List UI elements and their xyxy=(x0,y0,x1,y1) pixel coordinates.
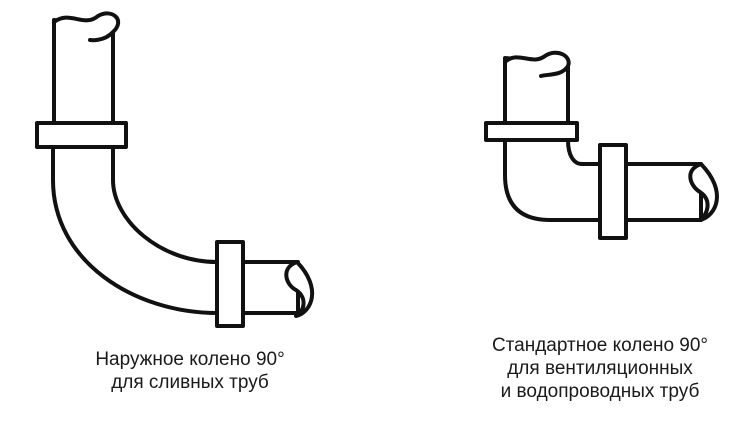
standard-elbow-bend xyxy=(503,138,602,222)
outer-elbow-caption-line-1: Наружное колено 90° xyxy=(95,349,285,370)
standard-elbow-upper-collar xyxy=(484,121,579,142)
outer-elbow-upper-collar xyxy=(35,121,128,149)
outer-elbow-caption: Наружное колено 90° для сливных труб xyxy=(60,348,320,394)
standard-elbow-top-cut xyxy=(503,50,571,78)
outer-elbow-lower-collar xyxy=(215,240,245,328)
outer-elbow-bend xyxy=(51,145,219,315)
outer-elbow-drawing xyxy=(35,11,315,328)
outer-elbow-caption-line-2: для сливных труб xyxy=(111,372,269,393)
standard-elbow-caption-line-1: Стандартное колено 90° xyxy=(491,335,709,356)
standard-elbow-caption-line-3: и водопроводных труб xyxy=(500,381,700,402)
outer-elbow-end-cut xyxy=(284,260,315,318)
standard-elbow-caption-line-2: для вентиляционных xyxy=(507,358,693,379)
standard-elbow-collar xyxy=(598,143,628,240)
standard-elbow-end-cut xyxy=(688,162,719,222)
outer-elbow-top-cut xyxy=(52,11,121,43)
standard-elbow-caption: Стандартное колено 90° для вентиляционны… xyxy=(460,334,740,403)
standard-elbow-drawing xyxy=(484,50,719,240)
